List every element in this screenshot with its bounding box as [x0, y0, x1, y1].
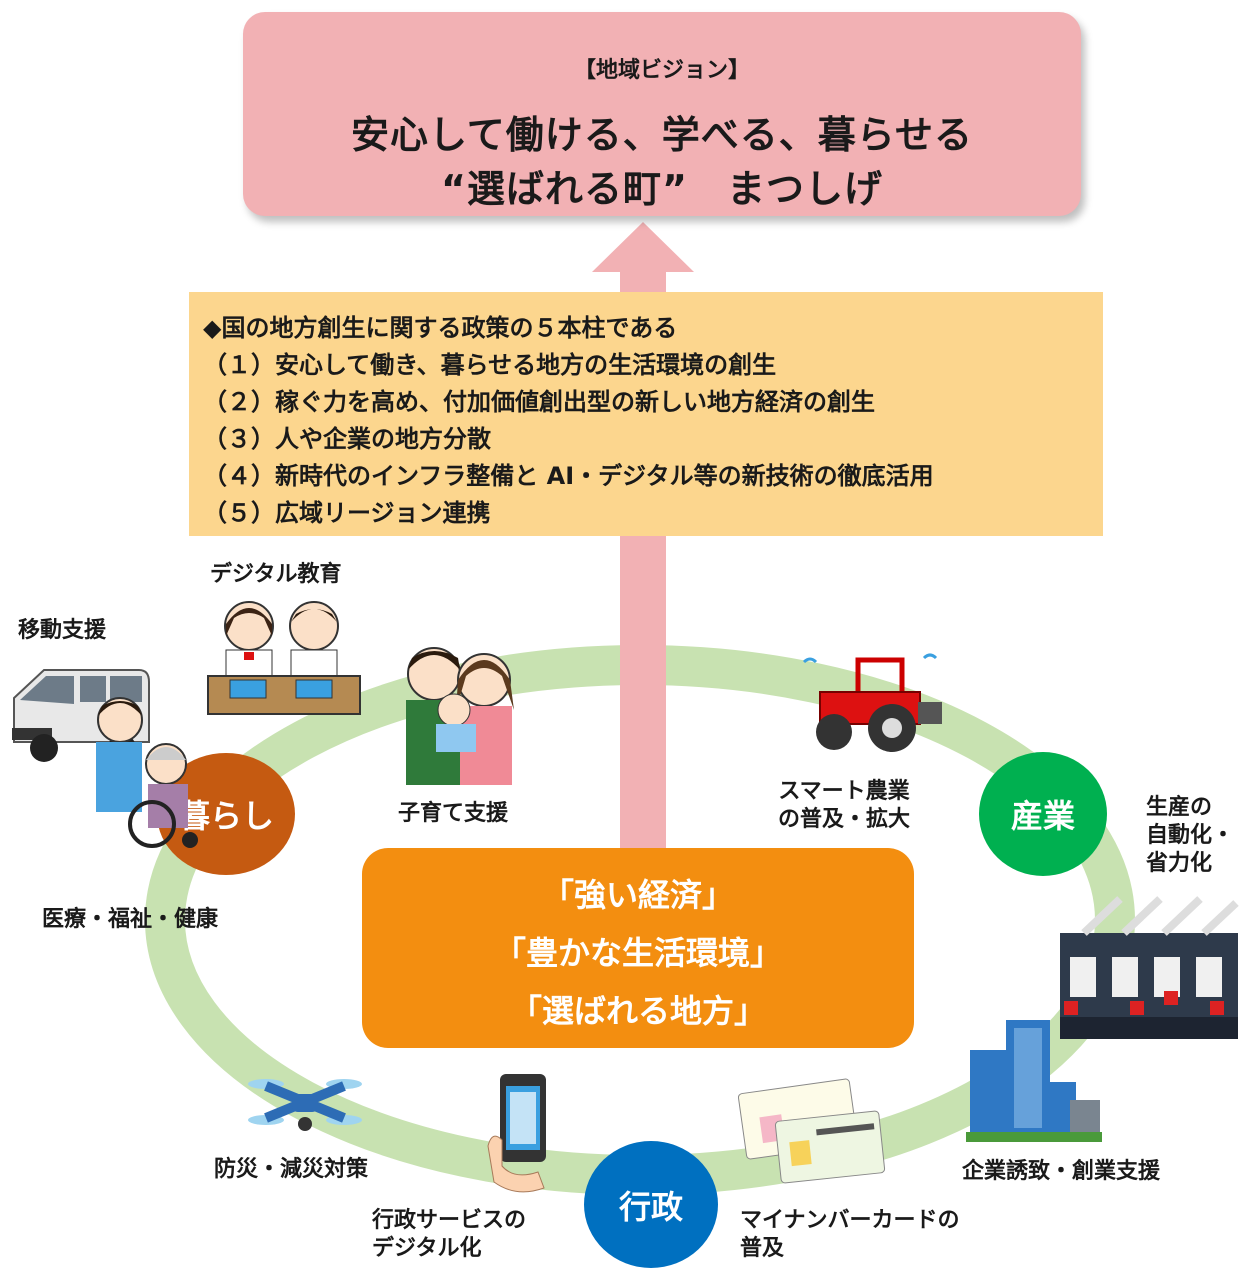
- policy-heading: ◆国の地方創生に関する政策の５本柱である: [203, 314, 678, 342]
- factory-robots-illustration: [1060, 896, 1239, 1039]
- label-mobility-support: 移動支援: [18, 618, 107, 643]
- nurse-wheelchair-illustration: [96, 697, 198, 848]
- office-buildings-illustration: [966, 1020, 1102, 1142]
- label-company-attraction: 企業誘致・創業支援: [962, 1159, 1161, 1184]
- vision-line-1: 安心して働ける、学べる、暮らせる: [350, 113, 974, 157]
- label-digital-education: デジタル教育: [210, 562, 342, 587]
- label-childcare-support: 子育て支援: [398, 801, 509, 826]
- label-mynumber: マイナンバーカードの 普及: [740, 1208, 960, 1261]
- family-illustration: [406, 647, 514, 785]
- goal-rich-living: 「豊かな生活環境」: [493, 934, 782, 972]
- smartphone-illustration: [487, 1074, 546, 1193]
- label-disaster-prevention: 防災・減災対策: [214, 1157, 369, 1182]
- label-smart-agriculture: スマート農業 の普及・拡大: [778, 779, 911, 832]
- vision-box: 【地域ビジョン】 安心して働ける、学べる、暮らせる “選ばれる町” まつしげ: [243, 12, 1081, 216]
- arrow-head: [592, 222, 694, 272]
- policy-item: （２）稼ぐ力を高め、付加価値創出型の新しい地方経済の創生: [203, 388, 875, 416]
- policy-item: （４）新時代のインフラ整備と AI・デジタル等の新技術の徹底活用: [203, 462, 934, 490]
- students-tablets-illustration: [207, 601, 361, 715]
- pillar-gyosei: 行政: [584, 1141, 718, 1268]
- policy-box: ◆国の地方創生に関する政策の５本柱である （１）安心して働き、暮らせる地方の生活…: [189, 292, 1103, 536]
- policy-list: ◆国の地方創生に関する政策の５本柱である （１）安心して働き、暮らせる地方の生活…: [203, 310, 934, 532]
- label-gov-digital: 行政サービスの デジタル化: [372, 1208, 527, 1261]
- label-automation: 生産の 自動化・ 省力化: [1146, 795, 1235, 876]
- drone-illustration: [248, 1079, 362, 1131]
- policy-item: （３）人や企業の地方分散: [203, 425, 491, 453]
- center-goals-box: 「強い経済」 「豊かな生活環境」 「選ばれる地方」: [362, 848, 914, 1048]
- goal-chosen-region: 「選ばれる地方」: [509, 992, 766, 1030]
- tractor-illustration: [802, 653, 942, 752]
- vision-line-2: “選ばれる町” まつしげ: [441, 167, 883, 211]
- pillar-sangyo: 産業: [979, 752, 1107, 876]
- label-medical-welfare: 医療・福祉・健康: [42, 907, 219, 932]
- goal-strong-economy: 「強い経済」: [541, 876, 734, 914]
- policy-item: （１）安心して働き、暮らせる地方の生活環境の創生: [203, 351, 777, 379]
- policy-item: （５）広域リージョン連携: [203, 499, 491, 527]
- vision-heading: 【地域ビジョン】: [573, 58, 750, 83]
- mynumber-cards-illustration: [738, 1078, 886, 1184]
